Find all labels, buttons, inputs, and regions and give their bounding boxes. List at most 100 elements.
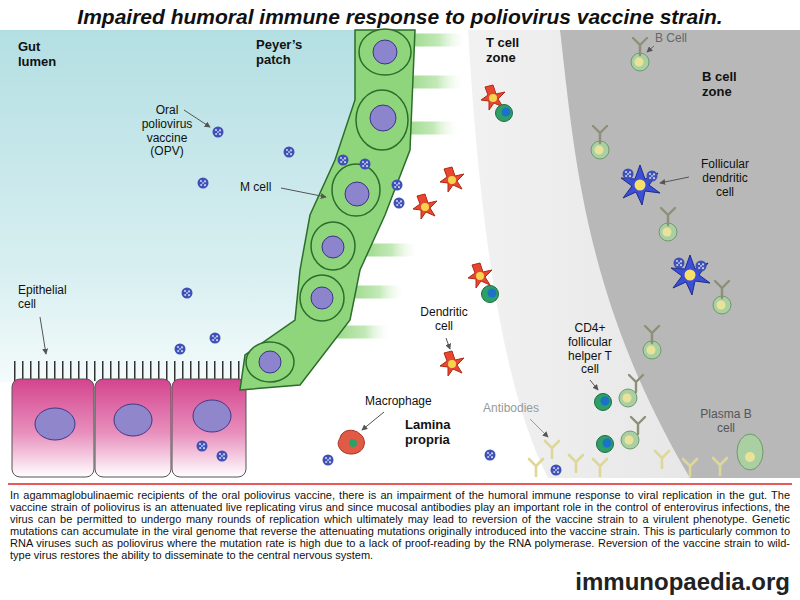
caption-box: In agammaglobulinaemic recipients of the… [10,489,790,561]
virus [696,261,707,272]
macrophage [338,430,364,454]
part-label: M cell [240,181,271,195]
virus [392,180,403,191]
part-label: Macrophage [365,395,432,409]
patch-cell [311,222,355,270]
part-label-box: Epithelial cell [18,284,78,312]
nucleus [259,351,281,373]
region-label: Peyer’s patch [256,38,314,68]
watermark: immunopaedia.org [575,570,790,594]
epithelial-cell [12,379,94,477]
leader-line [40,317,46,354]
part-label: Antibodies [483,402,539,416]
m-cell [332,164,380,216]
part-label-box: Plasma B cell [700,408,752,436]
b-cell-receptor [715,281,729,298]
part-label: Dendritic cell [414,306,474,334]
region-label: T cell zone [486,36,532,66]
nucleus [345,182,369,206]
dendritic-cell [413,194,437,219]
virus [284,147,295,158]
antibody [683,459,697,476]
caption: In agammaglobulinaemic recipients of the… [10,489,790,561]
antibody [713,458,727,475]
region-label-box: Lamina propria [405,418,463,448]
leader-line [362,412,384,430]
b-cell-receptor [633,38,647,55]
antibody [593,459,607,476]
t-cell [482,286,499,303]
helper-t-cell [595,394,612,411]
part-label-box: Dendritic cell [414,306,474,334]
nucleus [311,287,333,309]
part-label-box: M cell [240,181,271,195]
virus [551,465,562,476]
virus [485,450,496,461]
peyers-patch [240,30,415,390]
nucleus [35,408,75,440]
virus [623,169,634,180]
part-label: Plasma B cell [700,408,752,436]
t-cell-zone [468,30,800,478]
part-label: Epithelial cell [18,284,78,312]
b-cell [621,431,639,449]
leader-line [281,188,326,197]
leader-line [530,419,548,437]
virus [198,178,209,189]
region-label-box: B cell zone [702,70,752,100]
antibody [655,451,669,468]
part-label: B Cell [655,32,687,46]
part-label-box: Follicular dendritic cell [692,158,758,199]
b-cell-receptor [629,375,643,392]
part-label: CD4+ follicular helper T cell [558,322,622,377]
leader-line [647,46,654,52]
leader-line [590,380,598,390]
patch-cell [356,90,408,150]
antibody [529,459,543,476]
follicular-dendritic-cell [621,165,660,205]
virus [674,258,685,269]
title-box: Impaired humoral immune response to poli… [0,5,800,29]
helper-t-cell [597,436,614,453]
part-label-box: Macrophage [365,395,432,409]
virus [323,455,334,466]
b-cell-receptor [593,126,607,143]
virus [210,333,221,344]
virus [197,441,208,452]
virus [394,198,405,209]
region-label: B cell zone [702,70,752,100]
region-label-box: T cell zone [486,36,532,66]
region-label: Gut lumen [18,40,64,70]
virus [338,155,349,166]
antibody [569,455,583,472]
epithelial-cell [95,379,171,477]
nucleus [322,236,344,258]
caption-rule [8,483,792,485]
virus [217,451,228,462]
follicular-dendritic-cell [671,255,710,295]
part-label-box: B Cell [655,32,687,46]
region-label-box: Peyer’s patch [256,38,314,68]
virus [213,127,224,138]
antibody [545,441,559,458]
patch-cell [359,29,411,75]
virus [647,171,658,182]
region-label: Lamina propria [405,418,463,448]
leader-line [446,338,450,349]
b-cell-receptor [645,326,659,343]
patch-cell [246,342,294,382]
part-label-box: Oral poliovirus vaccine (OPV) [135,104,199,159]
microvilli [14,361,244,381]
dendritic-cell [440,351,464,376]
b-cell-receptor [631,417,645,434]
nucleus [745,452,755,462]
plasma-cell [737,434,763,470]
background [0,30,800,480]
b-cell [619,389,637,407]
nucleus [193,400,231,432]
watermark-box: immunopaedia.org [575,570,790,594]
part-label-box: CD4+ follicular helper T cell [558,322,622,377]
b-cell-zone [560,30,800,478]
nucleus [114,404,152,436]
virus [175,344,186,355]
